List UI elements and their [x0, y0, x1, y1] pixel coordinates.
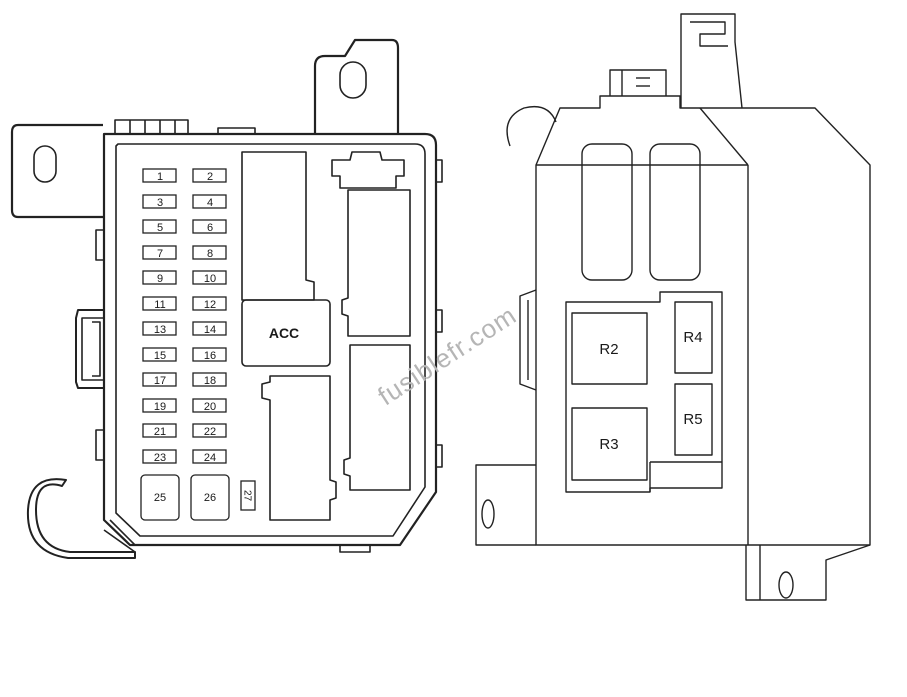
- fuse-label-22: 22: [204, 426, 216, 438]
- fuse-label-10: 10: [204, 273, 216, 285]
- fuse-slots: [140, 168, 256, 521]
- fuse-label-19: 19: [154, 401, 166, 413]
- relay-label-r3: R3: [599, 436, 618, 453]
- fuse-label-26: 26: [204, 492, 216, 504]
- fuse-label-9: 9: [157, 273, 163, 285]
- fuse-label-18: 18: [204, 375, 216, 387]
- relay-labels: R2 R3 R4 R5: [599, 329, 702, 453]
- fuse-label-14: 14: [204, 324, 216, 336]
- relay-label-r5: R5: [683, 411, 702, 428]
- fuse-label-21: 21: [154, 426, 166, 438]
- fuse-label-15: 15: [154, 350, 166, 362]
- fuse-labels: 1 2 3 4 5 6 7 8 9 10 11 12 13 14 15 16 1…: [154, 171, 299, 504]
- relay-label-r2: R2: [599, 341, 618, 358]
- fuse-label-23: 23: [154, 452, 166, 464]
- fuse-label-25: 25: [154, 492, 166, 504]
- fuse-label-17: 17: [154, 375, 166, 387]
- fuse-label-3: 3: [157, 197, 163, 209]
- fuse-label-11: 11: [154, 299, 165, 311]
- right-relay-box: [475, 13, 871, 601]
- fuse-label-7: 7: [157, 248, 163, 260]
- acc-label: ACC: [269, 325, 299, 341]
- fuse-label-2: 2: [207, 171, 213, 183]
- fuse-label-1: 1: [157, 171, 163, 183]
- fuse-label-8: 8: [207, 248, 213, 260]
- relay-label-r4: R4: [683, 329, 702, 346]
- watermark: fusiblefr.com: [372, 300, 522, 412]
- fuse-label-24: 24: [204, 452, 216, 464]
- fuse-label-12: 12: [204, 299, 216, 311]
- fuse-label-16: 16: [204, 350, 216, 362]
- left-fuse-box: [10, 38, 443, 559]
- fuse-label-27: 27: [242, 490, 253, 502]
- fuse-label-20: 20: [204, 401, 216, 413]
- fuse-label-4: 4: [207, 197, 213, 209]
- fuse-label-13: 13: [154, 324, 166, 336]
- fuse-label-5: 5: [157, 222, 163, 234]
- fuse-label-6: 6: [207, 222, 213, 234]
